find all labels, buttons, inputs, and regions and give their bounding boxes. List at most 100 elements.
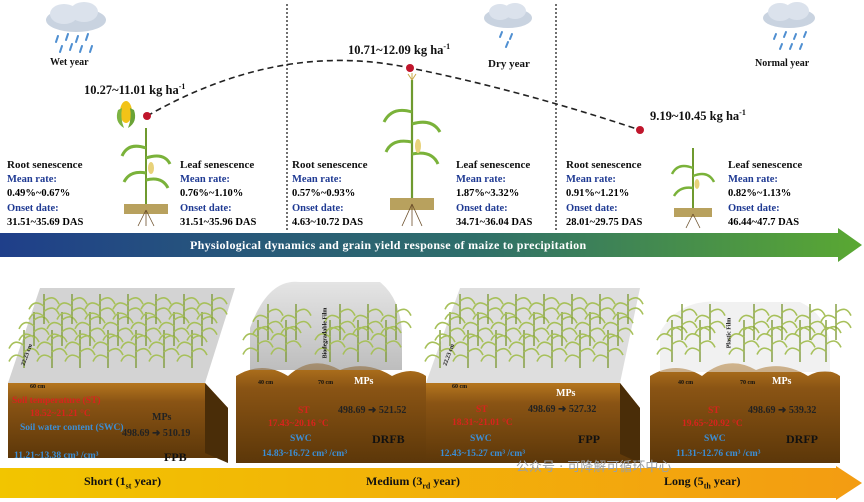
maize-plant [112, 294, 144, 324]
maize-plant [666, 304, 698, 340]
root-senescence-wet: Root senescence Mean rate: 0.49%~0.67% O… [7, 159, 84, 228]
drfb-row1: 40 cm [258, 380, 274, 386]
drfp-st-label: ST [708, 406, 720, 416]
fpp-st-value: 18.31~21.01 °C [452, 418, 513, 428]
maize-plant [738, 304, 770, 340]
yield-wet: 10.27~11.01 kg ha-1 [84, 82, 186, 98]
root-senescence-dry: Root senescence Mean rate: 0.57%~0.93% O… [292, 159, 368, 228]
maize-plant [140, 294, 172, 324]
fpp-swc-value: 12.43~15.27 cm³ /cm³ [440, 449, 526, 459]
maize-plant [242, 320, 274, 362]
drfb-label: DRFB [372, 432, 405, 446]
maize-plant [270, 320, 302, 362]
precipitation-banner-arrow [0, 228, 862, 262]
corn-cob-icon [116, 101, 136, 128]
fpb-st-label: Soil temperature (ST) [12, 396, 101, 406]
timeline-medium: Medium (3rd year) [366, 474, 460, 491]
maize-plant [694, 304, 726, 340]
maize-plant [196, 294, 228, 324]
maize-plant [102, 312, 134, 346]
fpb-swc-value: 11.21~13.38 cm³ /cm³ [14, 451, 99, 461]
drfb-swc-label: SWC [290, 434, 312, 444]
maize-plant [74, 312, 106, 346]
maize-plant [784, 320, 816, 362]
maize-plant [810, 320, 842, 362]
fpp-label: FPP [578, 432, 600, 446]
maize-plant [84, 294, 116, 324]
root-senescence-normal: Root senescence Mean rate: 0.91%~1.21% O… [566, 159, 643, 228]
watermark: 公众号 · 可降解可循环中心 [516, 460, 672, 475]
drfp-st-value: 19.65~20.92 °C [682, 419, 743, 429]
fpb-swc-label: Soil water content (SWC) [20, 423, 124, 433]
maize-plant [8, 330, 40, 368]
maize-plant [794, 304, 826, 340]
maize-plant [186, 312, 218, 346]
drfb-st-value: 17.43~20.16 °C [268, 419, 329, 429]
maize-plant [462, 312, 494, 346]
drfp-swc-value: 11.31~12.76 cm³ /cm³ [676, 449, 761, 459]
maize-plant [564, 330, 596, 368]
timeline-long: Long (5th year) [664, 474, 741, 491]
fpp-mps-values: 498.69 ➜ 527.32 [528, 404, 597, 415]
weather-label-dry: Dry year [488, 58, 530, 70]
fpp-mps-label: MPs [556, 388, 576, 399]
maize-rows [8, 294, 852, 368]
maize-plant [766, 304, 798, 340]
maize-plant [342, 320, 374, 362]
maize-plant [18, 312, 50, 346]
fpb-st-value: 18.52~21.21 °C [30, 409, 91, 419]
maize-plant [36, 330, 68, 368]
drfb-row2: 70 cm [318, 380, 334, 386]
drfp-mps-values: 498.69 ➜ 539.32 [748, 405, 817, 416]
fpp-row-spacing: 60 cm [452, 384, 468, 390]
maize-plant [28, 294, 60, 324]
yield-dry: 10.71~12.09 kg ha-1 [348, 42, 451, 58]
maize-plant [536, 330, 568, 368]
maize-plant [556, 294, 588, 324]
drfp-row2: 70 cm [740, 380, 756, 386]
maize-plant [728, 320, 760, 362]
maize-plant [56, 294, 88, 324]
fpb-mps-values: 498.69 ➜ 510.19 [122, 428, 191, 439]
banner-title: Physiological dynamics and grain yield r… [190, 238, 587, 252]
maize-plant [472, 294, 504, 324]
fpb-row-spacing: 60 cm [30, 384, 46, 390]
maize-plant-normal [670, 148, 716, 229]
drfb-film-label: Biodegradable Film [322, 307, 329, 359]
maize-plant [252, 304, 284, 340]
maize-plant [380, 304, 412, 340]
maize-plant [602, 312, 634, 346]
drfp-mps-label: MPs [772, 376, 792, 387]
maize-plant [324, 304, 356, 340]
yield-normal: 9.19~10.45 kg ha-1 [650, 108, 746, 124]
maize-plant-wet [120, 128, 172, 227]
maize-plant [434, 312, 466, 346]
drfb-st-label: ST [298, 406, 310, 416]
maize-plant [130, 312, 162, 346]
maize-plant [546, 312, 578, 346]
maize-plant [612, 294, 644, 324]
rain-cloud-normal-icon [763, 2, 815, 50]
drfb-swc-value: 14.83~16.72 cm³ /cm³ [262, 449, 348, 459]
drfp-label: DRFP [786, 432, 818, 446]
maize-plant [158, 312, 190, 346]
maize-plant [64, 330, 96, 368]
maize-plant [314, 320, 346, 362]
fpp-swc-label: SWC [470, 434, 492, 444]
timeline-short: Short (1st year) [84, 474, 162, 491]
maize-plant [584, 294, 616, 324]
drfb-mps-values: 498.69 ➜ 521.52 [338, 405, 407, 416]
fpp-st-label: ST [476, 405, 488, 415]
maize-plant [528, 294, 560, 324]
weather-label-wet: Wet year [50, 57, 89, 68]
maize-plant [656, 320, 688, 362]
maize-plant [168, 294, 200, 324]
maize-plant [280, 304, 312, 340]
fpb-label: FPB [164, 450, 187, 464]
drfp-film-label: Plastic Film [726, 317, 733, 349]
maize-plant [820, 304, 852, 340]
light-rain-cloud-icon [484, 3, 532, 48]
drfp-swc-label: SWC [704, 434, 726, 444]
